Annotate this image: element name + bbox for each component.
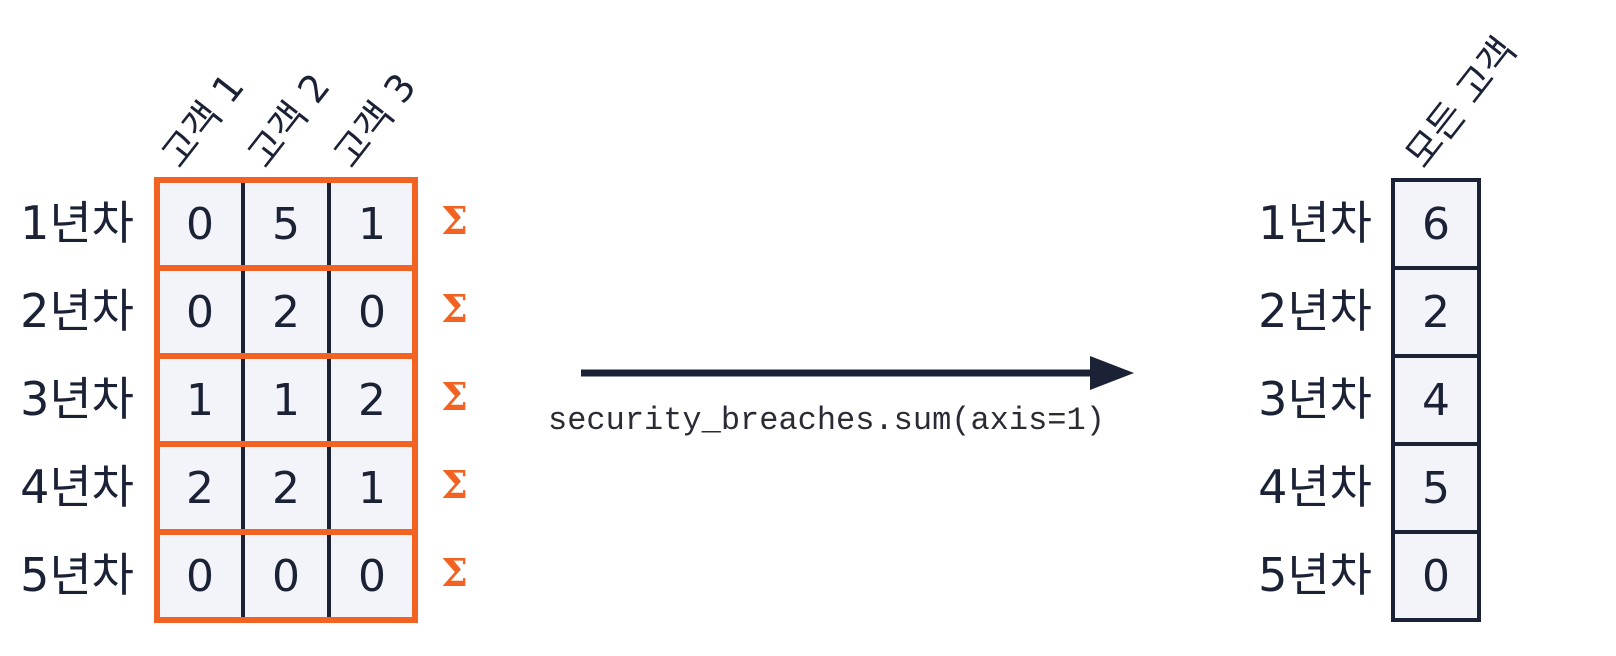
matrix-cell: 2 xyxy=(329,356,415,444)
matrix-cell: 0 xyxy=(243,532,329,620)
matrix-outer-border xyxy=(154,177,160,623)
vector-cell: 0 xyxy=(1393,532,1479,620)
matrix-cell: 1 xyxy=(243,356,329,444)
row-label: 5년차 xyxy=(1258,548,1372,602)
matrix-cell: 1 xyxy=(329,444,415,532)
matrix-row-divider xyxy=(154,529,418,535)
matrix-row-divider xyxy=(154,617,418,623)
row-label: 3년차 xyxy=(20,372,134,426)
matrix-cell: 0 xyxy=(157,532,243,620)
matrix-cell: 2 xyxy=(243,268,329,356)
vector-cell: 5 xyxy=(1393,444,1479,532)
vector-cell: 2 xyxy=(1393,268,1479,356)
row-label: 1년차 xyxy=(1258,196,1372,250)
matrix-cell: 0 xyxy=(329,268,415,356)
sum-icon: Σ xyxy=(441,462,468,507)
sum-icon: Σ xyxy=(441,198,468,243)
row-label: 2년차 xyxy=(20,284,134,338)
vector-cell: 4 xyxy=(1393,356,1479,444)
row-label: 1년차 xyxy=(20,196,134,250)
matrix-row-divider xyxy=(154,177,418,183)
matrix-cell: 0 xyxy=(157,180,243,268)
vector-row-divider xyxy=(1391,618,1481,622)
matrix-cell: 2 xyxy=(157,444,243,532)
arrow-head xyxy=(1090,356,1134,390)
vector-row-divider xyxy=(1391,354,1481,358)
sum-icon: Σ xyxy=(441,286,468,331)
matrix-cell: 5 xyxy=(243,180,329,268)
row-label: 4년차 xyxy=(20,460,134,514)
row-label: 2년차 xyxy=(1258,284,1372,338)
vector-outer-border xyxy=(1391,178,1395,622)
row-label: 3년차 xyxy=(1258,372,1372,426)
vector-row-divider xyxy=(1391,530,1481,534)
matrix-cell: 2 xyxy=(243,444,329,532)
sum-icon: Σ xyxy=(441,374,468,419)
sum-icon: Σ xyxy=(441,550,468,595)
matrix-row-divider xyxy=(154,353,418,359)
matrix-cell: 0 xyxy=(157,268,243,356)
matrix-column-divider xyxy=(327,180,331,620)
matrix-row-divider xyxy=(154,265,418,271)
vector-outer-border xyxy=(1477,178,1481,622)
matrix-outer-border xyxy=(412,177,418,623)
matrix-cell: 0 xyxy=(329,532,415,620)
vector-row-divider xyxy=(1391,442,1481,446)
vector-cell: 6 xyxy=(1393,180,1479,268)
row-label: 5년차 xyxy=(20,548,134,602)
matrix-cell: 1 xyxy=(157,356,243,444)
matrix-column-divider xyxy=(241,180,245,620)
operation-code: security_breaches.sum(axis=1) xyxy=(548,402,1105,439)
vector-row-divider xyxy=(1391,266,1481,270)
matrix-row-divider xyxy=(154,441,418,447)
matrix-cell: 1 xyxy=(329,180,415,268)
vector-row-divider xyxy=(1391,178,1481,182)
row-label: 4년차 xyxy=(1258,460,1372,514)
